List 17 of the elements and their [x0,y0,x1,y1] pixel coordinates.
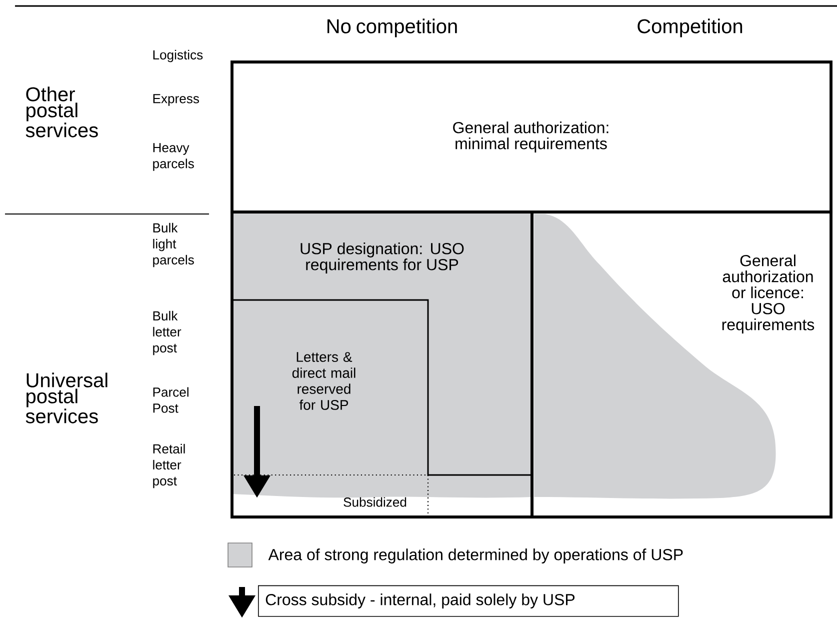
service-label: Parcel Post [153,387,188,413]
row-heading: Other postal services [26,86,98,138]
legend-text: Area of strong regulation determined by operations of USP [268,548,683,564]
service-label: Logistics [153,50,203,62]
column-heading: No competition [328,18,457,38]
reserved-area-box: Letters & direct mail reserved for USP [232,299,532,476]
service-label: Bulk letter post [153,310,182,356]
row-heading: Universal postal services [26,372,108,424]
service-label: Express [153,94,199,106]
service-label: Bulk light parcels [153,222,194,268]
column-heading: Competition [638,18,742,38]
service-label: Heavy parcels [153,143,194,171]
service-label: Retail letter post [153,444,185,488]
region-box: General authorization: minimal requirements [230,60,832,214]
region-box: General authorization or licence: USO requirements [530,210,832,518]
area-label: Subsidized [344,497,406,507]
legend-text-box: Cross subsidy - internal, paid solely by USP [258,585,679,617]
